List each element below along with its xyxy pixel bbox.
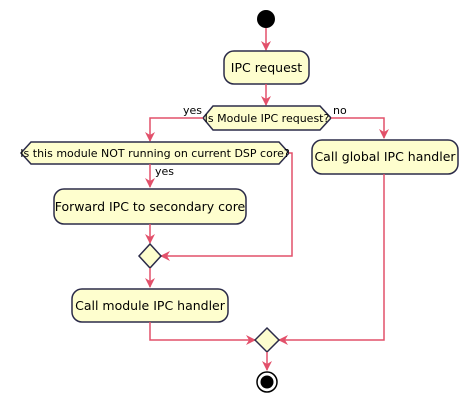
module-yes-label: yes	[183, 104, 202, 117]
merge-diamond-core	[137, 242, 163, 270]
end-node	[256, 371, 278, 393]
module-request-decision: Is Module IPC request?	[202, 105, 333, 131]
core-decision: Is this module NOT running on current DS…	[19, 141, 291, 165]
edge-module-no	[331, 117, 389, 139]
global-handler-node: Call global IPC handler	[311, 139, 459, 175]
core-yes-label: yes	[155, 165, 174, 178]
merge-diamond-final	[253, 326, 281, 354]
edge-module-handler-to-final-merge	[149, 322, 256, 345]
module-handler-node: Call module IPC handler	[71, 288, 229, 323]
edge-global-handler-to-final-merge	[278, 174, 385, 345]
forward-ipc-label: Forward IPC to secondary core	[55, 199, 246, 214]
edge-core-no	[160, 152, 293, 261]
ipc-request-node: IPC request	[223, 50, 310, 85]
core-condition: Is this module NOT running on current DS…	[20, 147, 290, 160]
global-handler-label: Call global IPC handler	[314, 149, 456, 164]
module-handler-label: Call module IPC handler	[75, 298, 226, 313]
edge-module-yes	[145, 117, 203, 142]
forward-ipc-node: Forward IPC to secondary core	[53, 188, 247, 225]
ipc-request-label: IPC request	[231, 60, 303, 75]
module-request-condition: Is Module IPC request?	[205, 112, 330, 125]
module-no-label: no	[333, 104, 347, 117]
start-node	[257, 10, 275, 28]
